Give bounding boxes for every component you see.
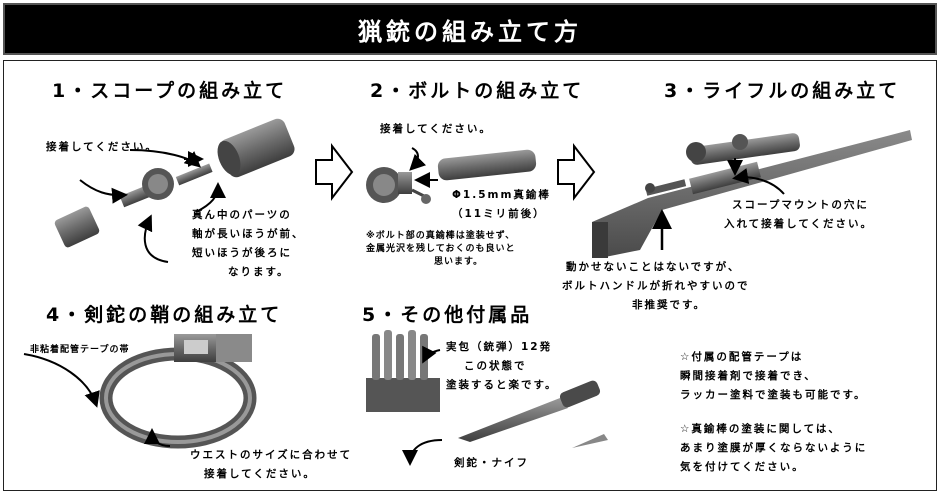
tape-note-1: ☆付属の配管テープは: [680, 351, 804, 363]
rifle-handle-note-1: 動かせないことはないですが、: [566, 261, 741, 273]
bolt-heading: 2・ボルトの組み立て: [370, 80, 585, 102]
sheath-tape-label: 非粘着配管テープの帯: [30, 345, 130, 355]
title-banner: 猟銃の組み立て方: [3, 3, 937, 55]
scope-parts-note-4: なります。: [228, 266, 290, 278]
bolt-paint-note-2: 金属光沢を残しておくのも良いと: [366, 244, 516, 254]
content-panel: [3, 60, 937, 491]
rod-note-3: 気を付けてください。: [680, 461, 805, 473]
scope-parts-note-2: 軸が長いほうが前、: [192, 228, 305, 240]
rifle-handle-note-3: 非推奨です。: [632, 299, 706, 311]
sheath-heading: 4・剣鉈の鞘の組み立て: [46, 304, 283, 326]
bolt-rod-spec-1: Φ1.5mm真鍮棒: [452, 189, 551, 201]
step-arrow-1: [315, 143, 354, 201]
accessories-heading: 5・その他付属品: [362, 304, 533, 326]
ammo-note-3: 塗装すると楽です。: [446, 379, 558, 391]
knife-illustration: [402, 380, 608, 466]
tape-note-2: 瞬間接着剤で接着でき、: [680, 370, 817, 382]
bolt-rod-spec-2: （11ミリ前後）: [452, 208, 546, 220]
scope-parts-illustration: [54, 118, 295, 248]
scope-parts-note-3: 短いほうが後ろに: [192, 247, 292, 259]
sheath-waist-note-1: ウエストのサイズに合わせて: [190, 449, 353, 461]
ammo-note-1: 実包（銃弾）12発: [446, 341, 553, 353]
sheath-band-illustration: [23, 334, 257, 449]
tape-note-3: ラッカー塗料で塗装も可能です。: [680, 389, 867, 401]
ammo-note-2: この状態で: [464, 360, 527, 372]
bolt-paint-note-1: ※ボルト部の真鍮棒は塗装せず、: [366, 231, 516, 241]
scope-arrows: [79, 149, 226, 263]
rod-note-1: ☆真鍮棒の塗装に関しては、: [680, 423, 841, 435]
scope-glue-note: 接着してください。: [46, 141, 158, 153]
rifle-illustration: [592, 130, 912, 258]
scope-parts-note-1: 真ん中のパーツの: [192, 209, 292, 221]
knife-label: 剣鉈・ナイフ: [454, 457, 529, 469]
scope-heading: 1・スコープの組み立て: [52, 80, 288, 102]
bolt-paint-note-3: 思います。: [434, 257, 484, 267]
rifle-handle-note-2: ボルトハンドルが折れやすいので: [562, 280, 750, 292]
rifle-mount-note-1: スコープマウントの穴に: [732, 199, 869, 211]
ammo-clip-illustration: [366, 330, 441, 412]
rifle-mount-note-2: 入れて接着してください。: [724, 218, 874, 230]
rifle-heading: 3・ライフルの組み立て: [664, 80, 901, 102]
rod-note-2: あまり塗膜が厚くならないように: [680, 442, 868, 454]
sheath-waist-note-2: 接着してください。: [204, 468, 316, 480]
bolt-illustration: [366, 147, 537, 204]
page-title: 猟銃の組み立て方: [358, 17, 582, 46]
bolt-glue-note: 接着してください。: [380, 123, 492, 135]
step-arrow-2: [557, 143, 596, 201]
